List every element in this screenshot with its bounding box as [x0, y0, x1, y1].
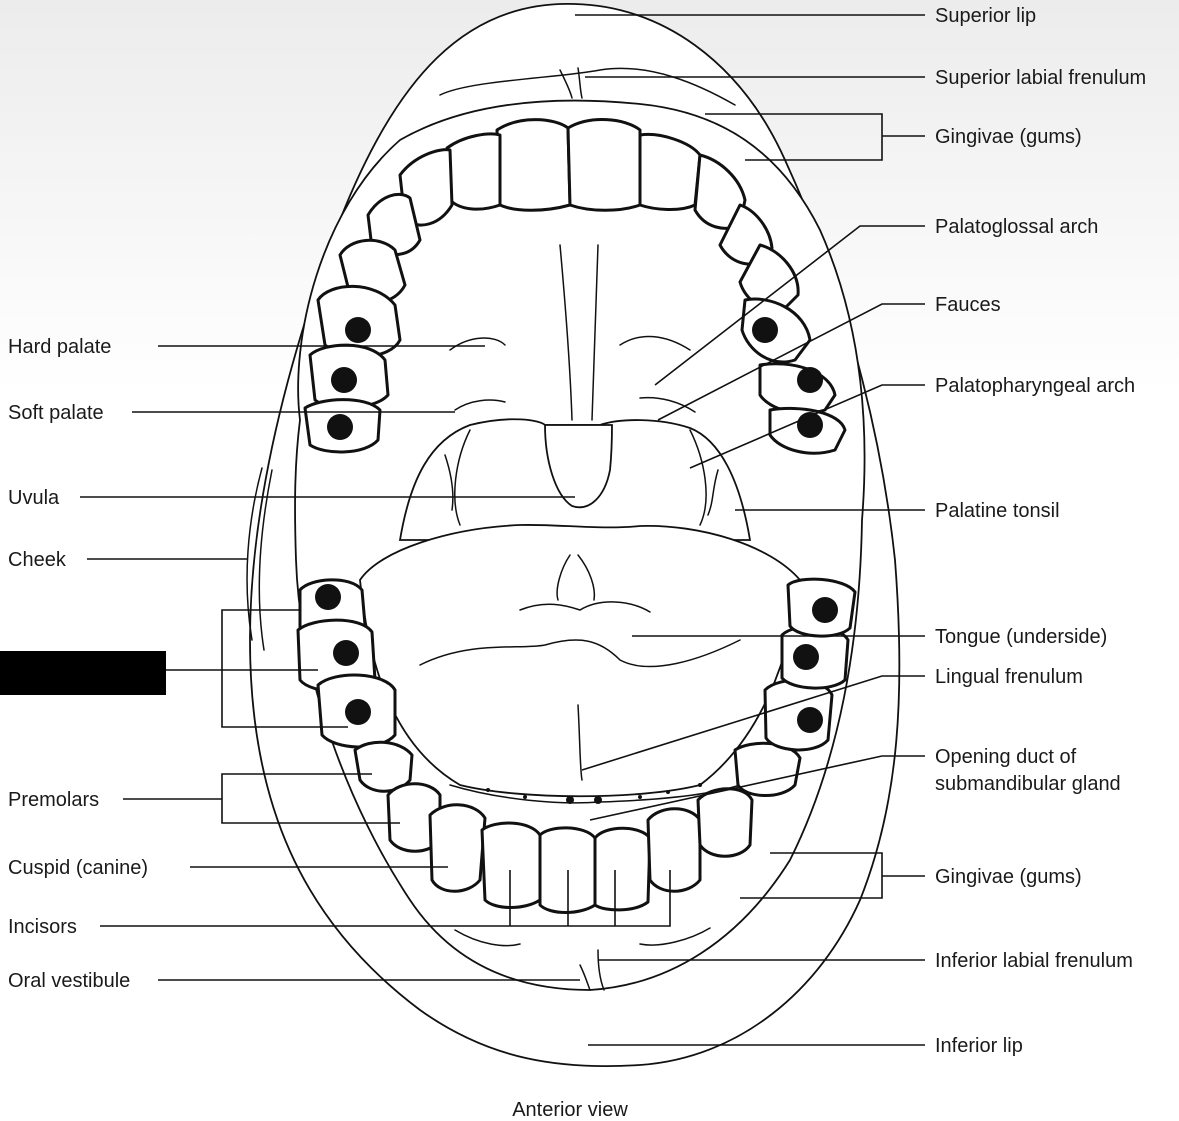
label-cuspid: Cuspid (canine)	[8, 857, 148, 879]
label-inferior-lip: Inferior lip	[935, 1035, 1023, 1057]
uvula-shape	[544, 424, 613, 509]
label-palatine-tonsil: Palatine tonsil	[935, 500, 1060, 522]
fauces	[398, 418, 752, 541]
label-opening-duct-line1: Opening duct of	[935, 746, 1077, 768]
right-labels: Superior lip Superior labial frenulum Gi…	[935, 5, 1146, 1057]
duct-dots	[486, 783, 702, 804]
label-soft-palate: Soft palate	[8, 402, 104, 424]
label-gingivae-upper: Gingivae (gums)	[935, 126, 1082, 148]
lower-lip-details	[454, 927, 711, 991]
label-fauces: Fauces	[935, 294, 1001, 316]
label-uvula: Uvula	[8, 487, 60, 509]
upper-molar-dots	[327, 317, 823, 440]
label-cheek: Cheek	[8, 549, 67, 571]
left-labels: Hard palate Soft palate Uvula Cheek Prem…	[8, 336, 148, 992]
caption-anterior-view: Anterior view	[512, 1099, 628, 1121]
redacted-label-box	[0, 651, 166, 695]
lower-teeth	[296, 577, 857, 914]
label-tongue-underside: Tongue (underside)	[935, 626, 1107, 648]
label-palatoglossal-arch: Palatoglossal arch	[935, 216, 1098, 238]
label-incisors: Incisors	[8, 916, 77, 938]
label-premolars: Premolars	[8, 789, 99, 811]
palate	[449, 244, 696, 421]
label-palatopharyngeal-arch: Palatopharyngeal arch	[935, 375, 1135, 397]
lower-molar-dots	[315, 584, 838, 733]
label-superior-labial-frenulum: Superior labial frenulum	[935, 67, 1146, 89]
label-superior-lip: Superior lip	[935, 5, 1036, 27]
label-gingivae-lower: Gingivae (gums)	[935, 866, 1082, 888]
label-hard-palate: Hard palate	[8, 336, 111, 358]
label-lingual-frenulum: Lingual frenulum	[935, 666, 1083, 688]
leader-lines	[80, 14, 925, 1046]
label-oral-vestibule: Oral vestibule	[8, 970, 130, 992]
label-inferior-labial-frenulum: Inferior labial frenulum	[935, 950, 1133, 972]
label-opening-duct-line2: submandibular gland	[935, 773, 1121, 795]
